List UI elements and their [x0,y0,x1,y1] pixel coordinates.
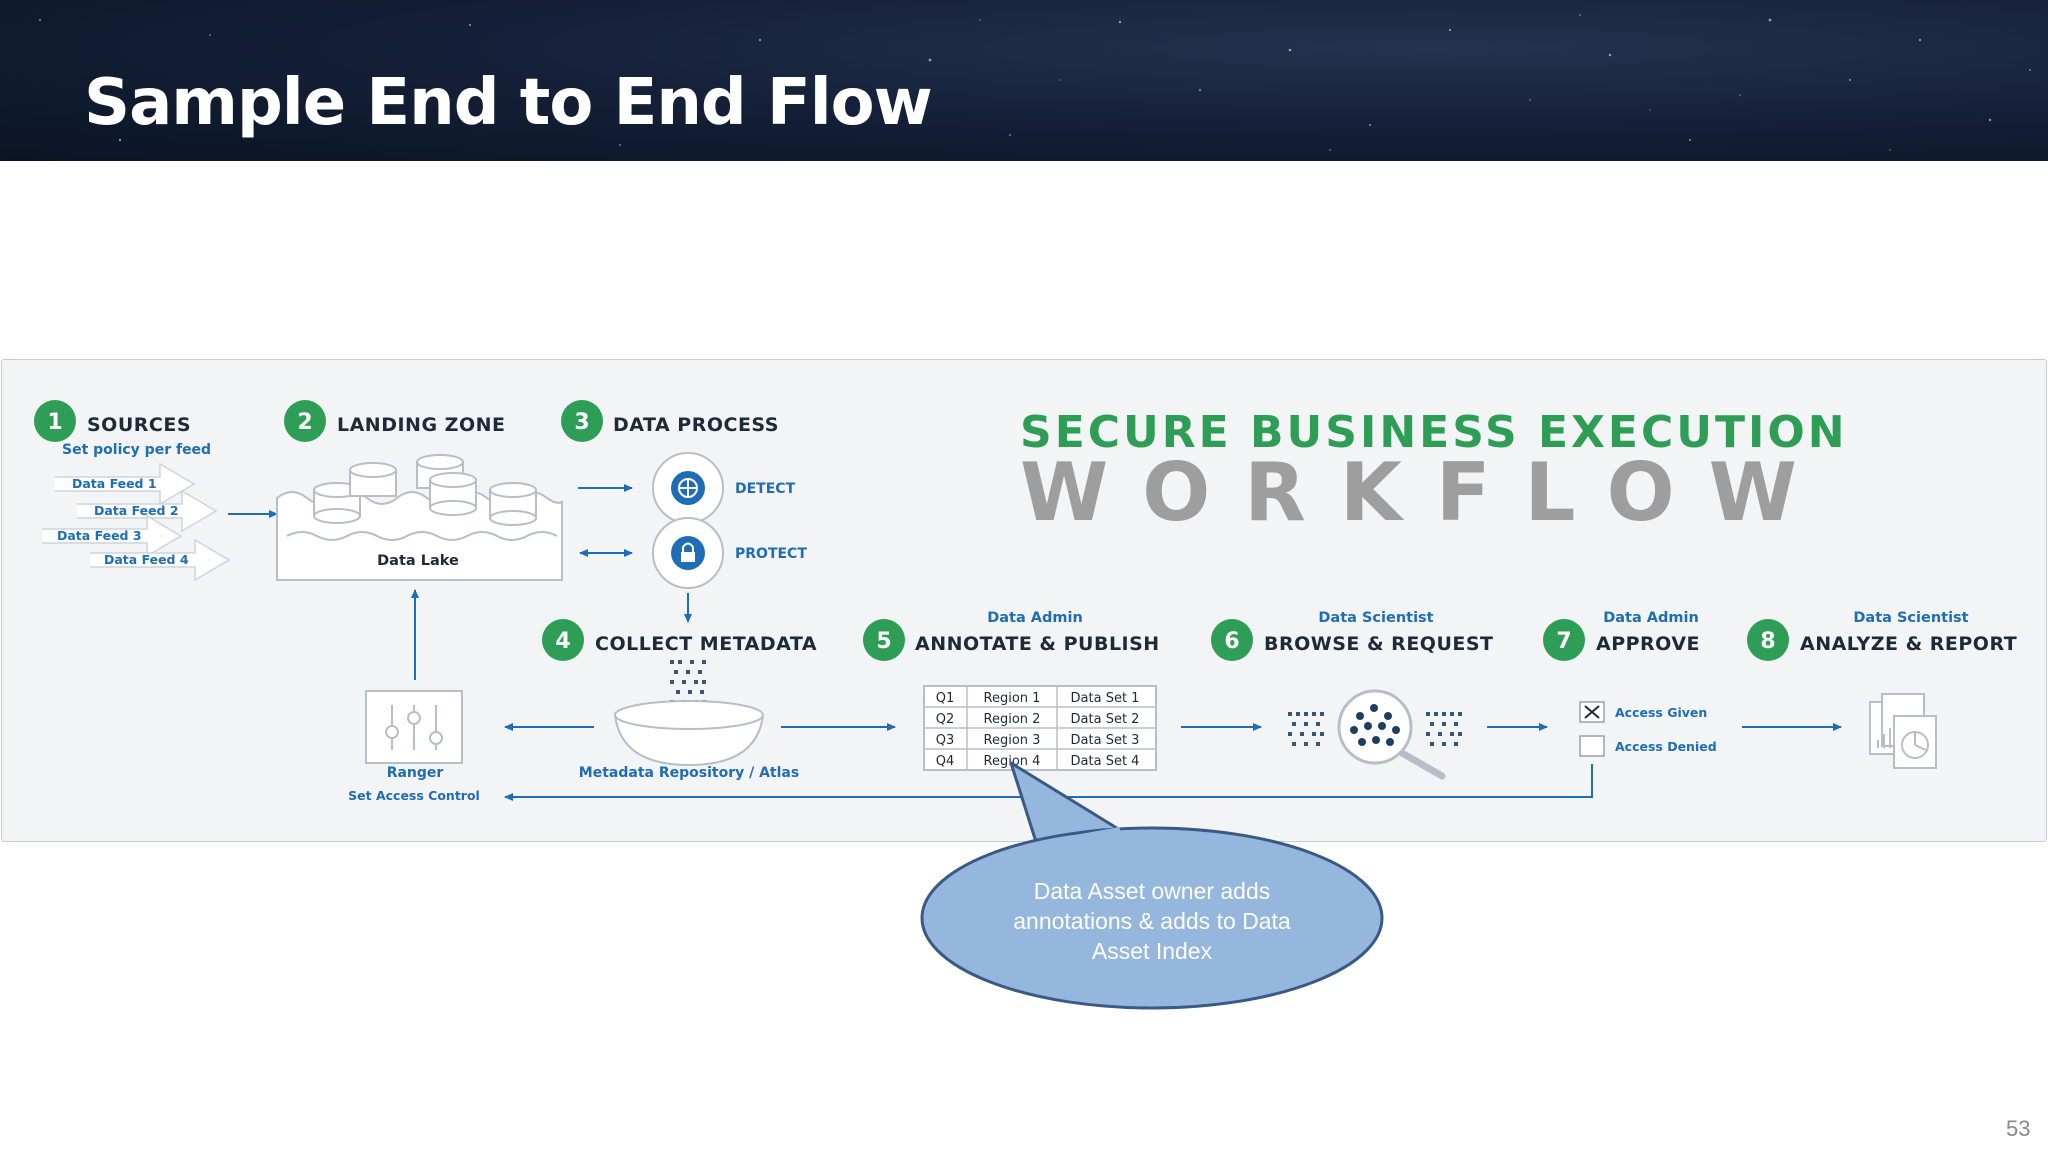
step-6-browse-request: Data Scientist 6 BROWSE & REQUEST [1211,610,1494,661]
table-cell: Data Set 3 [1071,733,1140,748]
data-feed-4: Data Feed 4 [104,552,189,567]
ranger-node: Ranger Set Access Control [348,690,480,803]
callout-line-1: Data Asset owner adds [1034,878,1271,904]
step-5-role: Data Admin [987,610,1083,626]
step-5-badge [863,619,905,661]
step-1-sources: 1 SOURCES Set policy per feed [34,400,211,458]
callout-joint [1036,827,1121,848]
step-6-label: BROWSE & REQUEST [1264,633,1494,655]
table-row: Q2 Region 2 Data Set 2 [936,712,1140,727]
checkbox-empty-icon [1579,735,1605,757]
access-given-label: Access Given [1615,705,1707,720]
table-cell: Data Set 2 [1071,712,1140,727]
table-cell: Data Set 1 [1071,691,1140,706]
callout-ellipse [920,826,1384,1010]
ranger-sublabel: Set Access Control [348,788,480,803]
sources-policy-text: Set policy per feed [62,442,211,458]
arrow-denied-return-path [504,764,1593,801]
starfield-background [39,14,2031,151]
step-7-label: APPROVE [1596,633,1700,655]
table-row: Q1 Region 1 Data Set 1 [936,691,1140,706]
metadata-repository-icon: Metadata Repository / Atlas [579,660,799,781]
table-cell: Data Set 4 [1071,754,1140,769]
detect-node: DETECT [652,452,796,524]
step-8-badge [1747,619,1789,661]
step-2-landing-zone: 2 LANDING ZONE [284,400,505,442]
data-asset-table: Q1 Region 1 Data Set 1 Q2 Region 2 Data … [923,685,1157,771]
step-2-badge [284,400,326,442]
metadata-repository-label: Metadata Repository / Atlas [579,765,799,781]
data-lake-label: Data Lake [377,553,459,569]
step-6-role: Data Scientist [1318,610,1433,626]
feed-arrow-1 [55,462,196,506]
step-7-number: 7 [1556,629,1571,654]
slide-header: Sample End to End Flow [0,0,2048,161]
step-1-label: SOURCES [87,414,191,436]
report-documents-icon [1869,693,1937,769]
step-3-data-process: 3 DATA PROCESS [561,400,779,442]
step-2-number: 2 [297,410,312,435]
data-feed-1: Data Feed 1 [72,476,157,491]
step-7-role: Data Admin [1603,610,1699,626]
slide-title: Sample End to End Flow [84,66,933,140]
feed-arrow-3 [42,514,183,558]
table-cell: Region 2 [984,712,1041,727]
step-8-analyze-report: Data Scientist 8 ANALYZE & REPORT [1747,610,2017,661]
protect-label: PROTECT [735,546,807,562]
step-6-badge [1211,619,1253,661]
step-8-role: Data Scientist [1853,610,1968,626]
step-8-label: ANALYZE & REPORT [1800,633,2017,655]
workflow-diagram: SECURE BUSINESS EXECUTION WORKFLOW 1 SOU… [34,400,2017,803]
step-6-number: 6 [1224,629,1239,654]
data-feed-3: Data Feed 3 [57,528,142,543]
data-feeds: Data Feed 1 Data Feed 2 Data Feed 3 Data… [42,462,231,582]
access-given-option: Access Given [1579,701,1707,723]
table-cell: Region 4 [984,754,1041,769]
step-7-badge [1543,619,1585,661]
callout-line-3: Asset Index [1092,938,1213,964]
step-3-label: DATA PROCESS [613,414,779,436]
table-cell: Q1 [936,691,955,706]
feed-arrow-2 [77,489,218,533]
callout-line-2: annotations & adds to Data [1013,908,1291,934]
step-5-label: ANNOTATE & PUBLISH [915,633,1160,655]
page-number: 53 [2006,1116,2031,1141]
workflow-heading-line1: SECURE BUSINESS EXECUTION [1020,407,1848,458]
step-4-number: 4 [555,629,570,654]
table-cell: Q2 [936,712,955,727]
step-1-number: 1 [47,410,62,435]
step-7-approve: Data Admin 7 APPROVE [1543,610,1700,661]
step-4-badge [542,619,584,661]
step-5-number: 5 [876,629,891,654]
feed-arrow-4 [90,538,231,582]
step-3-number: 3 [574,410,589,435]
access-denied-label: Access Denied [1615,739,1717,754]
step-3-badge [561,400,603,442]
step-1-badge [34,400,76,442]
step-4-label: COLLECT METADATA [595,633,817,655]
table-cell: Q3 [936,733,955,748]
workflow-heading-line2: WORKFLOW [1020,446,1831,539]
step-8-number: 8 [1760,629,1775,654]
magnifier-search-icon [1288,689,1462,780]
step-5-annotate-publish: Data Admin 5 ANNOTATE & PUBLISH [863,610,1160,661]
ranger-label: Ranger [387,765,444,781]
data-lake-icon: Data Lake [276,454,563,581]
table-row: Q3 Region 3 Data Set 3 [936,733,1140,748]
step-2-label: LANDING ZONE [337,414,505,436]
table-cell: Region 1 [984,691,1041,706]
protect-node: PROTECT [652,517,807,589]
workflow-panel: SECURE BUSINESS EXECUTION WORKFLOW 1 SOU… [1,359,2047,842]
callout-bubble: Data Asset owner adds annotations & adds… [920,761,1384,1010]
data-feed-2: Data Feed 2 [94,503,179,518]
access-denied-option: Access Denied [1579,735,1717,757]
table-cell: Q4 [936,754,955,769]
step-4-collect-metadata: 4 COLLECT METADATA [542,619,817,661]
table-row: Q4 Region 4 Data Set 4 [936,754,1140,769]
table-cell: Region 3 [984,733,1041,748]
detect-label: DETECT [735,481,796,497]
